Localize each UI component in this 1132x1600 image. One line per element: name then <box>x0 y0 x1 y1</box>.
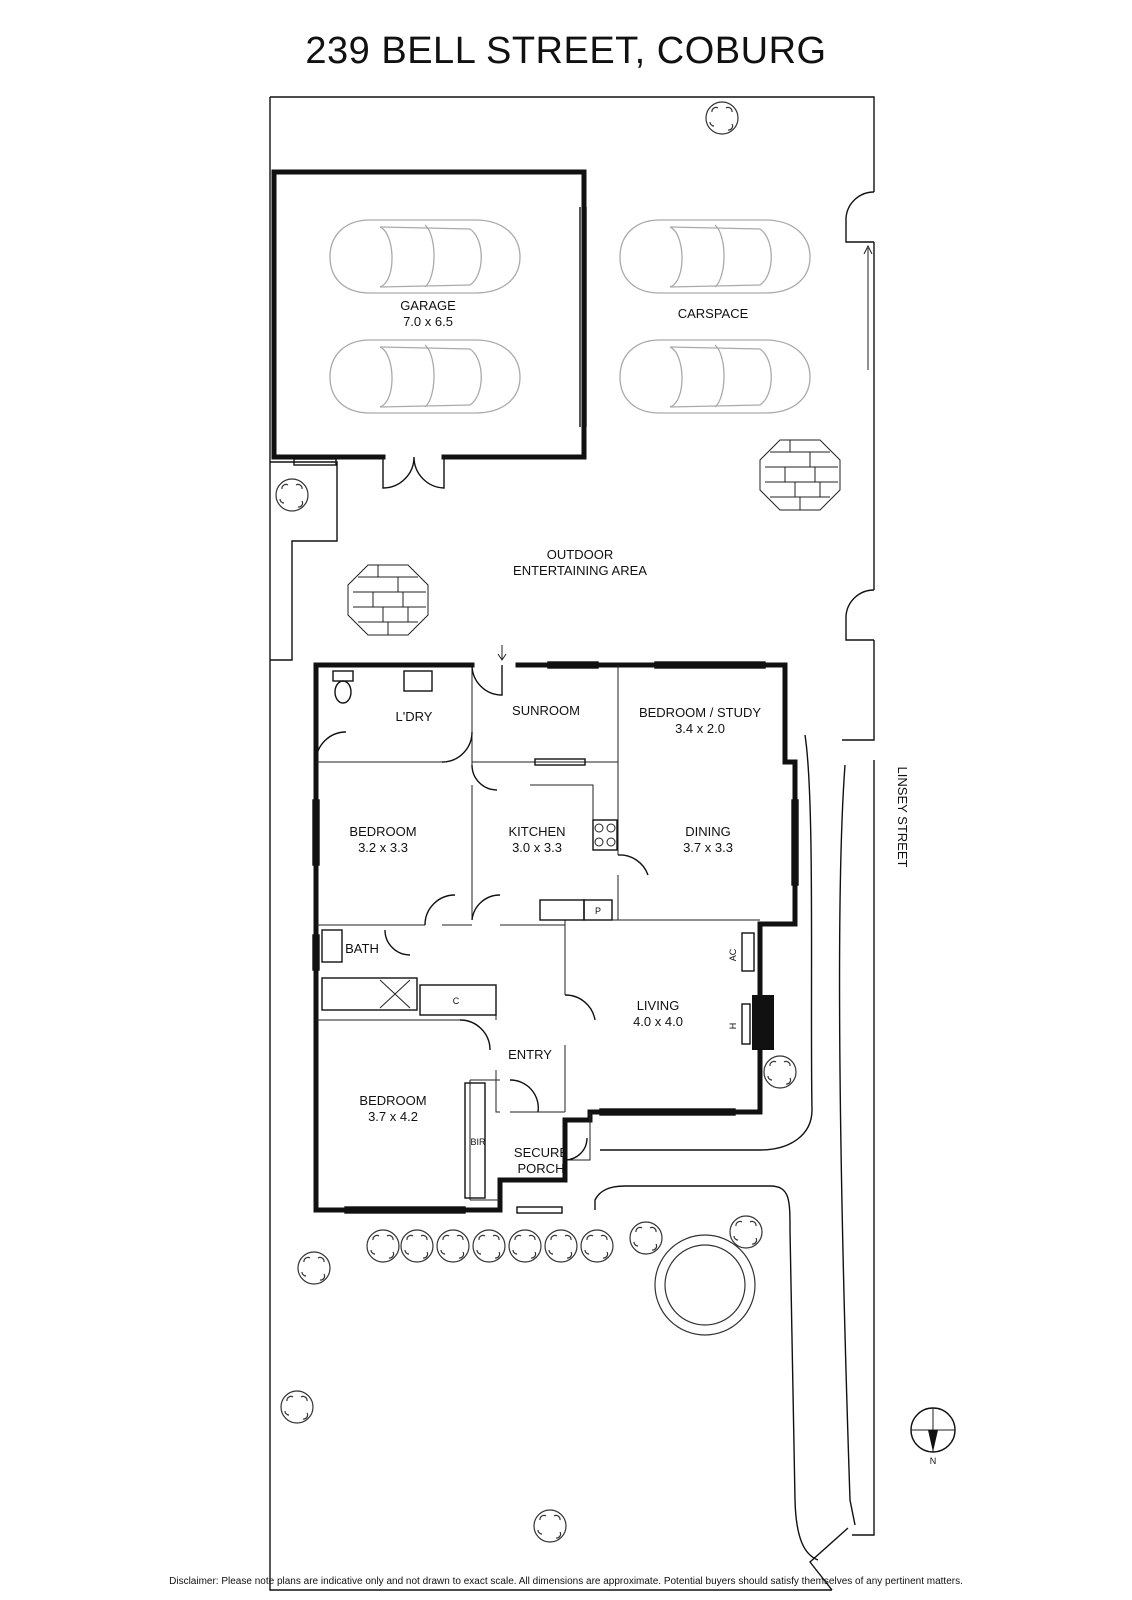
street-label: LINSEY STREET <box>895 767 910 868</box>
compass-north-label: N <box>930 1456 937 1466</box>
dining-label: DINING <box>685 824 731 839</box>
basin-icon <box>321 929 343 963</box>
cupboard-icon <box>419 984 497 1016</box>
bench-icon <box>539 899 585 921</box>
pavers-icon <box>347 564 429 636</box>
pantry-label: P <box>595 906 601 916</box>
car-icon <box>329 339 521 414</box>
site-boundary <box>269 96 875 1591</box>
disclaimer: Disclaimer: Please note plans are indica… <box>169 1576 963 1587</box>
secure-porch-label-2: PORCH <box>518 1161 565 1176</box>
living-dims: 4.0 x 4.0 <box>633 1014 683 1029</box>
driveway-edge <box>600 734 813 1151</box>
laundry-label: L'DRY <box>396 709 433 724</box>
plan-title: 239 BELL STREET, COBURG <box>305 30 827 72</box>
compass-icon: N <box>910 1407 956 1466</box>
robe-icon <box>464 1082 486 1199</box>
shrub-icon <box>580 1229 614 1263</box>
bedroom2-dims: 3.7 x 4.2 <box>368 1109 418 1124</box>
laundry-door <box>441 731 473 763</box>
dining-dims: 3.7 x 3.3 <box>683 840 733 855</box>
pantry-icon <box>583 899 613 921</box>
living-label: LIVING <box>637 998 680 1013</box>
ac-label: AC <box>728 948 738 961</box>
car-icon <box>619 219 811 294</box>
tree-icon <box>763 1055 797 1089</box>
driveway-edge <box>838 764 856 1526</box>
front-garden-edge <box>594 1185 819 1561</box>
toilet-icon <box>332 670 354 682</box>
sunroom-label: SUNROOM <box>512 703 580 718</box>
bedroom2-label: BEDROOM <box>359 1093 426 1108</box>
entry-label: ENTRY <box>508 1047 552 1062</box>
heater-label: H <box>728 1023 738 1030</box>
shrub-icon <box>436 1229 470 1263</box>
toilet-icon <box>334 680 352 704</box>
tree-icon <box>275 478 309 512</box>
heater-icon <box>741 1003 751 1045</box>
window-icon <box>293 458 337 466</box>
shrub-icon <box>472 1229 506 1263</box>
doors <box>315 645 649 1161</box>
side-gate-lower <box>845 589 875 641</box>
carspace: CARSPACE <box>619 219 811 414</box>
fixtures: P C AC H BIR <box>321 670 774 1199</box>
car-icon <box>619 339 811 414</box>
car-icon <box>329 219 521 294</box>
bedroom1-label: BEDROOM <box>349 824 416 839</box>
cupboard-label: C <box>453 996 460 1006</box>
laundry-sink-icon <box>403 670 433 692</box>
room-labels: L'DRY SUNROOM BEDROOM / STUDY 3.4 x 2.0 … <box>345 703 761 1176</box>
bedroom-study-label: BEDROOM / STUDY <box>639 705 761 720</box>
tree-icon <box>297 1251 331 1285</box>
bathtub-icon <box>321 977 418 1011</box>
shrub-icon <box>508 1229 542 1263</box>
shrub-icon <box>544 1229 578 1263</box>
outdoor-label: OUTDOOR <box>547 547 613 562</box>
tree-icon <box>533 1509 567 1543</box>
shrub-icon <box>400 1229 434 1263</box>
pavers-icon <box>759 439 841 511</box>
landscaping <box>275 101 797 1543</box>
kitchen-label: KITCHEN <box>508 824 565 839</box>
secure-porch-label: SECURE <box>514 1145 569 1160</box>
bedroom1-dims: 3.2 x 3.3 <box>358 840 408 855</box>
bath-label: BATH <box>345 941 379 956</box>
garage-double-door <box>382 456 445 489</box>
tree-icon <box>280 1390 314 1424</box>
garage-label: GARAGE <box>400 298 456 313</box>
outdoor-label-2: ENTERTAINING AREA <box>513 563 647 578</box>
bir-label: BIR <box>470 1137 486 1147</box>
shrub-icon <box>629 1221 663 1255</box>
tree-icon <box>705 101 739 135</box>
garage: GARAGE 7.0 x 6.5 <box>271 169 587 489</box>
fireplace-icon <box>752 995 774 1050</box>
windows <box>312 661 799 1214</box>
garage-dims: 7.0 x 6.5 <box>403 314 453 329</box>
ac-unit-icon <box>741 932 755 972</box>
shrub-icon <box>729 1215 763 1249</box>
bedroom-study-dims: 3.4 x 2.0 <box>675 721 725 736</box>
cooktop-icon <box>592 819 618 851</box>
shrub-icon <box>366 1229 400 1263</box>
house-walls <box>313 662 798 1213</box>
side-fence <box>270 461 338 661</box>
kitchen-dims: 3.0 x 3.3 <box>512 840 562 855</box>
carspace-label: CARSPACE <box>678 306 749 321</box>
side-gate-upper <box>845 191 875 243</box>
